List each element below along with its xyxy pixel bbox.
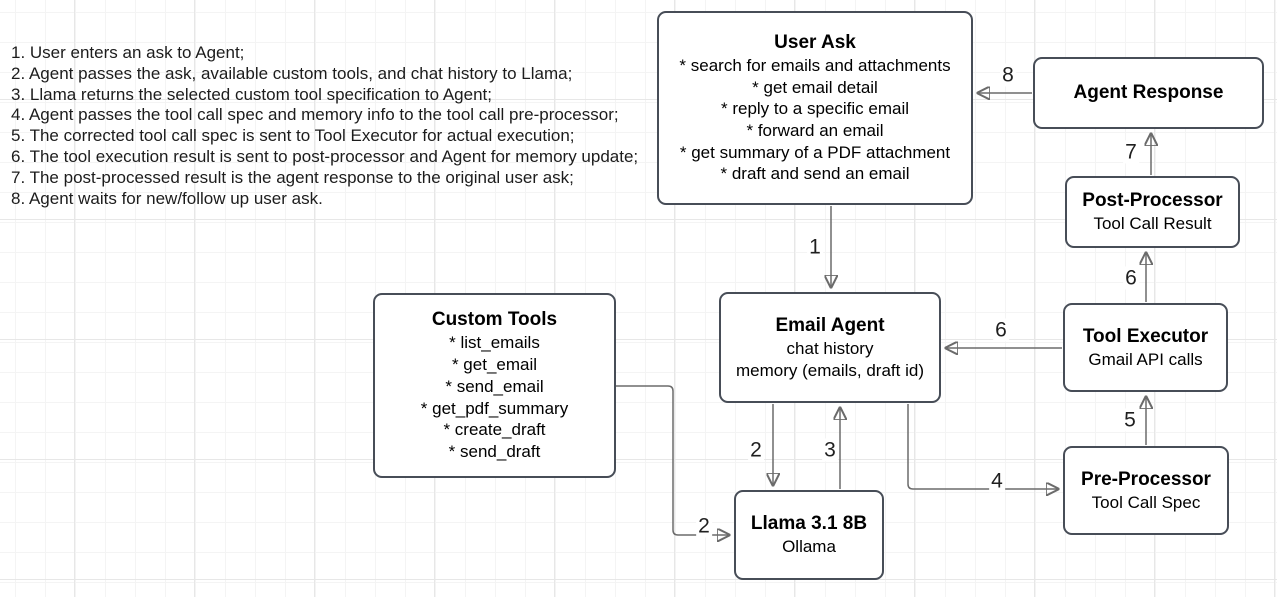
node-tool-executor[interactable]: Tool Executor Gmail API calls [1063, 303, 1228, 392]
edge-label-step-6a: 6 [993, 318, 1009, 342]
node-agent-response[interactable]: Agent Response [1033, 57, 1264, 129]
node-subtitle: Tool Call Spec [1091, 492, 1201, 512]
node-subtitle: Gmail API calls [1088, 349, 1203, 369]
node-line: * draft and send an email [720, 164, 910, 184]
node-line: * list_emails [449, 333, 540, 353]
node-post-processor[interactable]: Post-Processor Tool Call Result [1065, 176, 1240, 248]
note-line: 3. Llama returns the selected custom too… [11, 84, 492, 104]
edge-label-step-2a: 2 [748, 438, 764, 462]
node-line: * reply to a specific email [720, 99, 910, 119]
edge-label-step-2b: 2 [696, 514, 712, 538]
note-line: 7. The post-processed result is the agen… [11, 167, 574, 187]
node-line: * forward an email [746, 121, 884, 140]
edge-label-step-6b: 6 [1123, 266, 1139, 290]
node-title: User Ask [774, 31, 856, 53]
note-line: 1. User enters an ask to Agent; [11, 43, 245, 62]
note-line: 8. Agent waits for new/follow up user as… [11, 188, 323, 208]
node-pre-processor[interactable]: Pre-Processor Tool Call Spec [1063, 446, 1229, 535]
node-email-agent[interactable]: Email Agent chat history memory (emails,… [719, 292, 941, 403]
edge-label-step-3: 3 [822, 438, 838, 462]
node-subtitle: Ollama [782, 537, 836, 557]
node-user-ask[interactable]: User Ask * search for emails and attachm… [657, 11, 973, 205]
edge-label-step-8: 8 [1000, 63, 1016, 87]
node-line: * get email detail [752, 77, 878, 97]
node-line: chat history [786, 338, 874, 358]
node-subtitle: Tool Call Result [1093, 214, 1212, 234]
node-title: Llama 3.1 8B [750, 513, 868, 535]
node-llama[interactable]: Llama 3.1 8B Ollama [734, 490, 884, 580]
node-title: Tool Executor [1082, 325, 1209, 347]
node-title: Email Agent [775, 314, 885, 336]
connector-step-2-tools-to-llama[interactable] [616, 385, 729, 535]
flow-notes[interactable]: 1. User enters an ask to Agent; 2. Agent… [11, 43, 638, 209]
node-title: Agent Response [1073, 82, 1224, 103]
node-line: * send_draft [448, 441, 541, 461]
node-line: memory (emails, draft id) [736, 360, 924, 380]
note-line: 2. Agent passes the ask, available custo… [11, 63, 573, 83]
note-line: 6. The tool execution result is sent to … [11, 146, 639, 166]
node-line: * get summary of a PDF attachment [679, 142, 951, 162]
node-line: * create_draft [443, 420, 546, 440]
node-title: Pre-Processor [1081, 468, 1211, 490]
edge-label-step-5: 5 [1122, 408, 1138, 432]
node-line: * send_email [445, 376, 544, 396]
note-line: 4. Agent passes the tool call spec and m… [11, 105, 619, 125]
node-title: Post-Processor [1082, 190, 1223, 212]
node-line: * get_pdf_summary [420, 398, 569, 418]
node-custom-tools[interactable]: Custom Tools * list_emails * get_email *… [373, 293, 616, 478]
node-line: * search for emails and attachments [679, 55, 951, 75]
connector-step-4[interactable] [907, 404, 1058, 489]
edge-label-step-4: 4 [989, 469, 1005, 493]
edge-label-step-1: 1 [807, 235, 823, 259]
note-line: 5. The corrected tool call spec is sent … [11, 126, 575, 146]
node-title: Custom Tools [431, 309, 558, 331]
edge-label-step-7: 7 [1123, 140, 1139, 164]
node-line: * get_email [451, 355, 538, 375]
